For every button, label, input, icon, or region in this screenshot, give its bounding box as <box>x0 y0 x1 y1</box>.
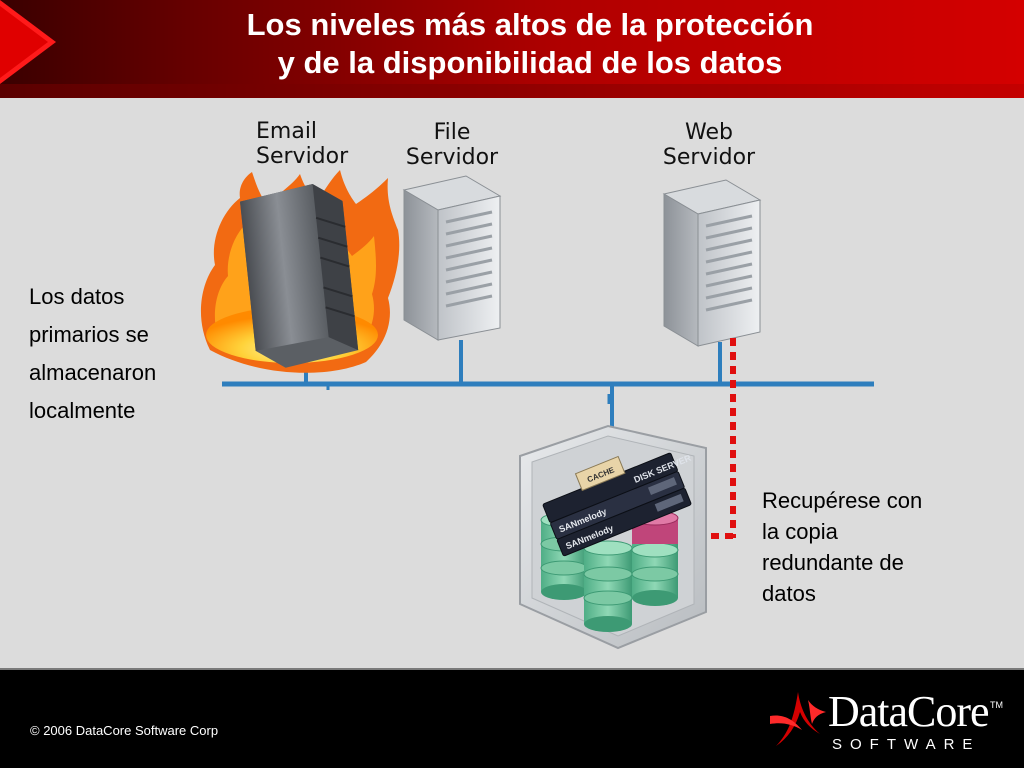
header-stripe <box>0 84 1024 98</box>
logo-trademark: TM <box>990 700 1003 710</box>
web-server-label-line2: Servidor <box>662 145 756 170</box>
recovery-note-line: datos <box>762 581 816 606</box>
email-server-label: Email Servidor <box>256 119 348 169</box>
primary-data-note-line: Los datos <box>29 284 125 309</box>
file-server-label-line2: Servidor <box>405 145 499 170</box>
primary-data-note: Los datos primarios se almacenaron local… <box>29 278 156 430</box>
logo-wordmark: DataCore <box>828 687 990 736</box>
primary-data-note-line: primarios se <box>29 322 149 347</box>
recovery-note: Recupérese con la copia redundante de da… <box>762 485 922 609</box>
web-server-icon <box>662 179 762 347</box>
recovery-note-line: redundante de <box>762 550 904 575</box>
disk-column-right <box>631 510 679 606</box>
network-bus <box>222 340 874 432</box>
header-arrow-icon <box>0 0 56 84</box>
disk-column-left <box>540 512 588 600</box>
slide-header: Los niveles más altos de la protección y… <box>0 0 1024 98</box>
title-line-2: y de la disponibilidad de los datos <box>277 45 783 80</box>
logo-tagline: SOFTWARE <box>832 736 981 753</box>
disk-stack-icon <box>540 510 679 632</box>
copyright-text: © 2006 DataCore Software Corp <box>30 723 219 738</box>
title-line-1: Los niveles más altos de la protección <box>246 7 814 42</box>
email-server-label-line1: Email <box>256 119 318 144</box>
recovery-note-line: Recupérese con <box>762 488 923 513</box>
file-server-icon <box>402 175 502 341</box>
web-server-label-line1: Web <box>685 120 733 145</box>
primary-data-note-line: almacenaron <box>29 360 157 385</box>
primary-data-note-line: localmente <box>29 398 136 423</box>
slide-title: Los niveles más altos de la protección y… <box>130 6 930 82</box>
recovery-note-line: la copia <box>762 519 838 544</box>
footer-divider <box>0 668 1024 671</box>
datacore-logo-icon <box>770 692 826 746</box>
file-server-label-line1: File <box>433 120 471 145</box>
email-server-icon <box>240 183 359 368</box>
web-server-label: Web Servidor <box>652 120 766 170</box>
disk-column-middle <box>583 540 633 632</box>
email-server-label-line2: Servidor <box>256 144 349 169</box>
file-server-label: File Servidor <box>394 120 510 170</box>
slide-footer <box>0 670 1024 768</box>
